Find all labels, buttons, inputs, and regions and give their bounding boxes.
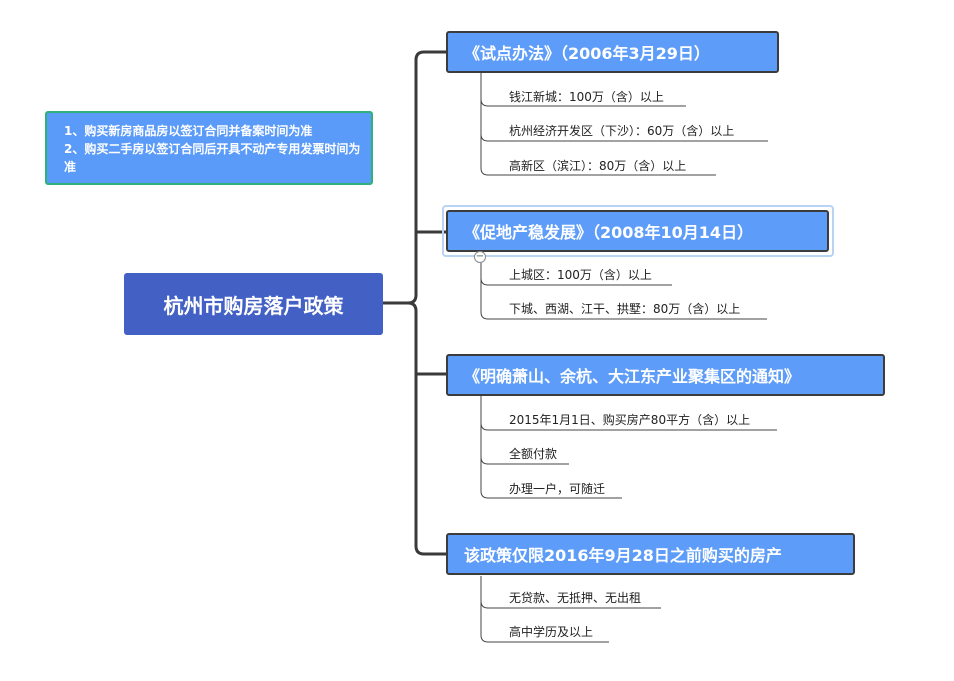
leaf-topic-2-2[interactable]: 下城、西湖、江干、拱墅：80万（含）以上 bbox=[509, 302, 741, 316]
leaf-topic-4-2[interactable]: 高中学历及以上 bbox=[509, 625, 594, 639]
branch-topic-2[interactable]: 《促地产稳发展》（2008年10月14日） bbox=[446, 210, 829, 252]
leaf-topic-4-1[interactable]: 无贷款、无抵押、无出租 bbox=[509, 591, 642, 605]
branch-topic-4[interactable]: 该政策仅限2016年9月28日之前购买的房产 bbox=[446, 533, 855, 575]
note-line-2: 2、购买二手房以签订合同后开具不动产专用发票时间为准 bbox=[64, 142, 361, 174]
root-topic[interactable]: 杭州市购房落户政策 bbox=[124, 273, 383, 335]
branch-topic-3[interactable]: 《明确萧山、余杭、大江东产业聚集区的通知》 bbox=[446, 354, 885, 396]
leaf-topic-1-3[interactable]: 高新区（滨江）：80万（含）以上 bbox=[509, 159, 687, 173]
branch-topic-3-label: 《明确萧山、余杭、大江东产业聚集区的通知》 bbox=[464, 367, 801, 386]
leaf-topic-3-3[interactable]: 办理一户，可随迁 bbox=[509, 482, 606, 496]
selection-outline bbox=[442, 205, 834, 257]
leaf-topic-2-1[interactable]: 上城区：100万（含）以上 bbox=[509, 268, 652, 282]
trunk-connectors bbox=[381, 50, 449, 556]
note-line-1: 1、购买新房商品房以签订合同并备案时间为准 bbox=[64, 124, 313, 138]
branch-topic-1[interactable]: 《试点办法》（2006年3月29日） bbox=[446, 31, 779, 73]
leaf-connectors bbox=[480, 73, 777, 643]
collapse-toggle-icon[interactable]: − bbox=[474, 251, 486, 263]
root-topic-label: 杭州市购房落户政策 bbox=[163, 293, 344, 318]
leaf-topic-3-1[interactable]: 2015年1月1日、购买房产80平方（含）以上 bbox=[509, 413, 751, 427]
leaf-topic-1-1[interactable]: 钱江新城：100万（含）以上 bbox=[509, 90, 664, 104]
branch-topic-2-label: 《促地产稳发展》（2008年10月14日） bbox=[464, 223, 754, 242]
collapse-minus-icon: − bbox=[475, 251, 485, 262]
note-box[interactable]: 1、购买新房商品房以签订合同并备案时间为准 2、购买二手房以签订合同后开具不动产… bbox=[45, 111, 373, 185]
branch-topic-1-label: 《试点办法》（2006年3月29日） bbox=[464, 44, 710, 63]
branch-topic-4-label: 该政策仅限2016年9月28日之前购买的房产 bbox=[464, 546, 782, 565]
leaf-topic-3-2[interactable]: 全额付款 bbox=[509, 447, 558, 461]
leaf-topic-1-2[interactable]: 杭州经济开发区（下沙）：60万（含）以上 bbox=[509, 124, 735, 138]
